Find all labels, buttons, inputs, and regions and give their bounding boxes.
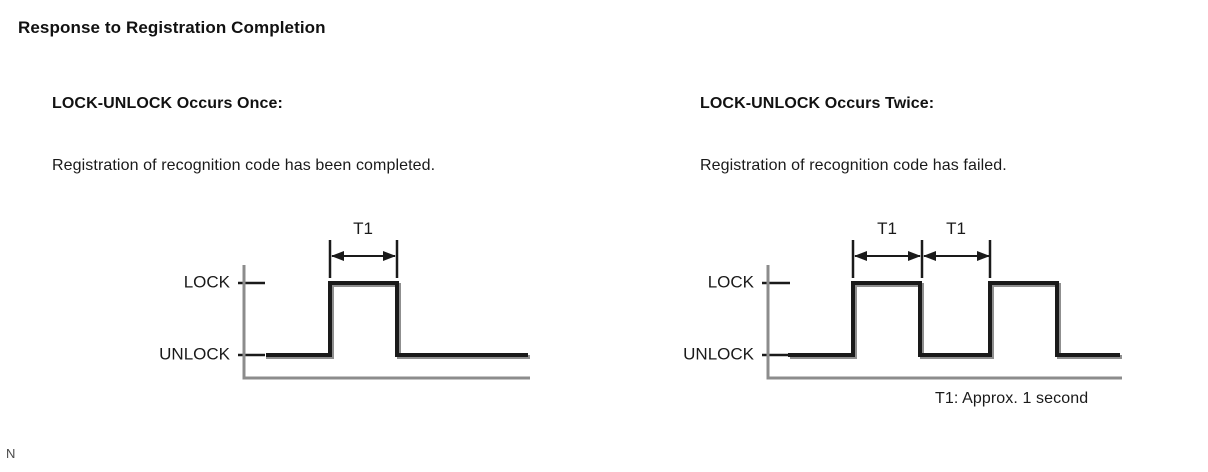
signal-trace-twice bbox=[788, 281, 1120, 357]
arrow-right-second-twice bbox=[977, 251, 990, 261]
arrow-left-first-twice bbox=[854, 251, 867, 261]
panel-description-once: Registration of recognition code has bee… bbox=[52, 157, 436, 174]
level-label-lock-twice: LOCK bbox=[708, 272, 755, 291]
axis-once bbox=[242, 265, 530, 380]
panel-lock-unlock-once: LOCK-UNLOCK Occurs Once: Registration of… bbox=[52, 95, 652, 175]
level-label-lock-once: LOCK bbox=[184, 272, 231, 291]
dimension-label-t1-first-twice: T1 bbox=[877, 219, 897, 238]
level-label-unlock-twice: UNLOCK bbox=[683, 344, 755, 363]
arrow-left-second-twice bbox=[923, 251, 936, 261]
footnote-t1-duration: T1: Approx. 1 second bbox=[935, 390, 1089, 407]
waveform-diagram-once: LOCK UNLOCK T1 bbox=[60, 212, 540, 387]
arrow-right-once bbox=[383, 251, 396, 261]
signal-trace-once bbox=[266, 281, 528, 357]
panel-lock-unlock-twice: LOCK-UNLOCK Occurs Twice: Registration o… bbox=[700, 95, 1200, 175]
corner-mark: N bbox=[6, 446, 16, 461]
axis-twice bbox=[766, 265, 1122, 380]
dimension-label-t1-second-twice: T1 bbox=[946, 219, 966, 238]
panel-heading-twice: LOCK-UNLOCK Occurs Twice: bbox=[700, 95, 935, 112]
page-title: Response to Registration Completion bbox=[18, 18, 326, 37]
panel-description-twice: Registration of recognition code has fai… bbox=[700, 157, 1007, 174]
level-label-unlock-once: UNLOCK bbox=[159, 344, 231, 363]
waveform-svg-twice: LOCK UNLOCK T1 T1 bbox=[683, 219, 1122, 380]
waveform-diagram-twice: LOCK UNLOCK T1 T1 bbox=[590, 212, 1150, 387]
panel-heading-once: LOCK-UNLOCK Occurs Once: bbox=[52, 95, 283, 112]
arrow-right-first-twice bbox=[908, 251, 921, 261]
dimension-label-t1-once: T1 bbox=[353, 219, 373, 238]
waveform-svg-once: LOCK UNLOCK T1 bbox=[159, 219, 530, 380]
arrow-left-once bbox=[331, 251, 344, 261]
signal-shadow-twice bbox=[790, 283, 1122, 359]
